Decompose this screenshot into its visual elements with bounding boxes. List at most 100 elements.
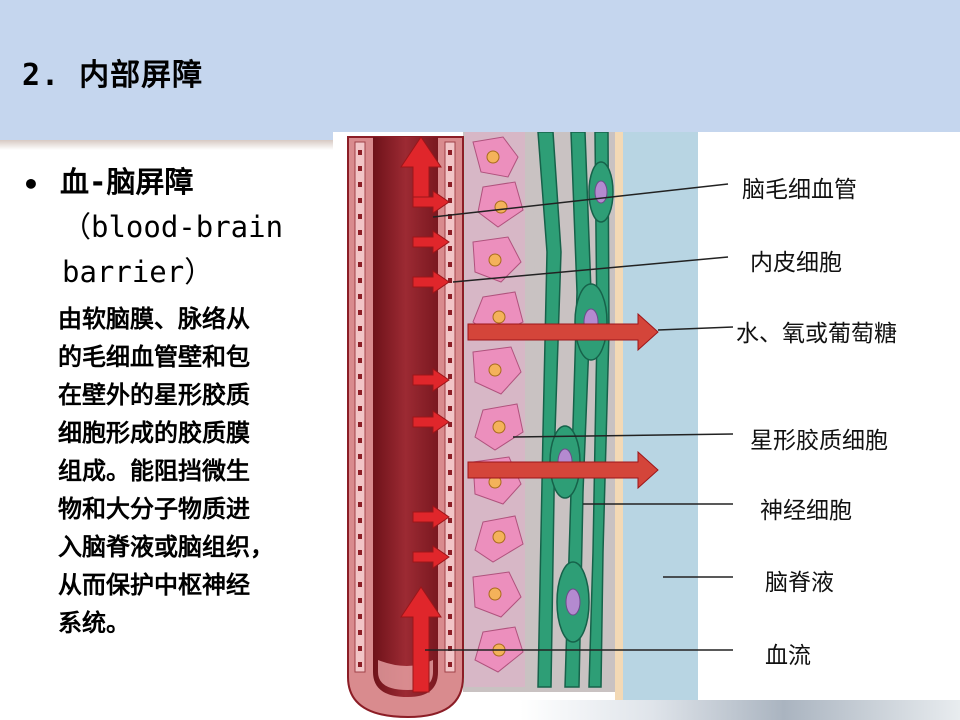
leader-lines	[425, 183, 734, 651]
endothelial-nucleus	[358, 550, 362, 555]
endothelial-nucleus	[358, 246, 362, 251]
label-capillary: 脑毛细血管	[742, 177, 857, 203]
short-transport-arrow	[412, 230, 450, 254]
endothelial-nucleus	[448, 390, 452, 395]
body-line: 物和大分子物质进	[58, 495, 250, 523]
endothelial-nucleus	[448, 438, 452, 443]
endothelial-nuclei	[358, 150, 452, 667]
short-transport-arrow	[412, 270, 450, 294]
endothelial-nucleus	[358, 358, 362, 363]
endothelial-nucleus	[448, 326, 452, 331]
header-band	[0, 0, 960, 145]
short-transport-arrow	[412, 410, 450, 434]
endothelial-nucleus	[448, 342, 452, 347]
blood-brain-barrier-diagram	[333, 132, 960, 720]
short-transport-arrow	[412, 505, 450, 529]
endothelial-nucleus	[448, 454, 452, 459]
short-transport-arrow	[412, 368, 450, 392]
endothelial-nucleus	[448, 630, 452, 635]
body-line: 系统。	[58, 609, 130, 637]
astrocyte-zone	[465, 132, 525, 687]
endothelial-nucleus	[358, 534, 362, 539]
endothelial-nucleus	[358, 278, 362, 283]
label-neuron: 神经细胞	[760, 498, 852, 524]
body-line: 入脑脊液或脑组织，	[58, 533, 274, 561]
endothelial-nucleus	[448, 534, 452, 539]
bullet-title: 血-脑屏障	[60, 165, 194, 199]
endothelial-nucleus	[448, 406, 452, 411]
endothelial-nucleus	[358, 470, 362, 475]
capillary-vessel	[347, 136, 464, 719]
endothelial-nucleus	[448, 502, 452, 507]
endothelial-nucleus	[358, 294, 362, 299]
neuron-zone	[533, 132, 614, 688]
endothelial-nucleus	[448, 278, 452, 283]
bullet-marker: •	[22, 168, 40, 201]
short-transport-arrow	[412, 190, 450, 214]
endothelial-nucleus	[448, 582, 452, 587]
label-csf: 脑脊液	[765, 570, 834, 596]
body-line: 由软脑膜、脉络从	[58, 305, 250, 333]
endothelial-nucleus	[358, 630, 362, 635]
endothelial-nucleus	[448, 262, 452, 267]
endothelial-nucleus	[358, 198, 362, 203]
body-line: 在壁外的星形胶质	[58, 381, 250, 409]
endothelial-nucleus	[358, 406, 362, 411]
label-astrocyte: 星形胶质细胞	[750, 428, 888, 454]
endothelial-nucleus	[358, 422, 362, 427]
pia-layer	[615, 132, 623, 707]
endothelial-nucleus	[358, 582, 362, 587]
endothelial-nucleus	[448, 246, 452, 251]
endothelial-nucleus	[448, 566, 452, 571]
endothelial-nucleus	[358, 342, 362, 347]
endothelial-nucleus	[358, 454, 362, 459]
csf-zone	[623, 132, 698, 707]
endothelial-nucleus	[358, 614, 362, 619]
endothelial-nucleus	[358, 486, 362, 491]
endothelial-nucleus	[358, 438, 362, 443]
endothelial-nucleus	[448, 422, 452, 427]
endothelial-nucleus	[358, 502, 362, 507]
endothelial-nucleus	[448, 150, 452, 155]
endothelial-nucleus	[358, 598, 362, 603]
label-water-oxygen-glucose: 水、氧或葡萄糖	[736, 321, 897, 347]
endothelial-nucleus	[358, 518, 362, 523]
slide-title: 2. 内部屏障	[22, 58, 204, 93]
endothelial-nucleus	[448, 374, 452, 379]
endothelial-nucleus	[448, 310, 452, 315]
body-line: 从而保护中枢神经	[58, 571, 250, 599]
endothelial-nucleus	[448, 470, 452, 475]
label-blood-flow: 血流	[765, 643, 811, 669]
endothelial-nucleus	[358, 166, 362, 171]
body-line: 组成。能阻挡微生	[58, 457, 250, 485]
endothelial-nucleus	[448, 294, 452, 299]
endothelial-nucleus	[448, 358, 452, 363]
endothelial-nucleus	[448, 646, 452, 651]
endothelial-nucleus	[448, 182, 452, 187]
body-line: 细胞形成的胶质膜	[58, 419, 250, 447]
endothelial-nucleus	[448, 518, 452, 523]
bullet-subtitle-line2: barrier）	[62, 255, 214, 289]
endothelial-nucleus	[358, 182, 362, 187]
endothelial-nucleus	[448, 214, 452, 219]
endothelial-nucleus	[448, 662, 452, 667]
endothelial-nucleus	[448, 614, 452, 619]
bullet-subtitle-line1: （blood-brain	[62, 210, 284, 244]
bullet-heading: 血-脑屏障 （blood-brain barrier）	[60, 160, 330, 295]
endothelial-nucleus	[448, 550, 452, 555]
short-transport-arrow	[412, 545, 450, 569]
endothelial-nucleus	[448, 230, 452, 235]
transport-arrows	[412, 190, 450, 569]
endothelial-nucleus	[358, 150, 362, 155]
endothelial-nucleus	[358, 374, 362, 379]
endothelial-nucleus	[448, 166, 452, 171]
body-line: 的毛细血管壁和包	[58, 343, 250, 371]
bullet-body: 由软脑膜、脉络从 的毛细血管壁和包 在壁外的星形胶质 细胞形成的胶质膜 组成。能…	[58, 300, 328, 642]
decorative-strip	[520, 700, 960, 720]
endothelial-nucleus	[358, 230, 362, 235]
header-shadow	[0, 140, 335, 150]
endothelial-nucleus	[448, 198, 452, 203]
endothelial-nucleus	[358, 662, 362, 667]
endothelial-nucleus	[358, 214, 362, 219]
endothelial-nucleus	[358, 646, 362, 651]
